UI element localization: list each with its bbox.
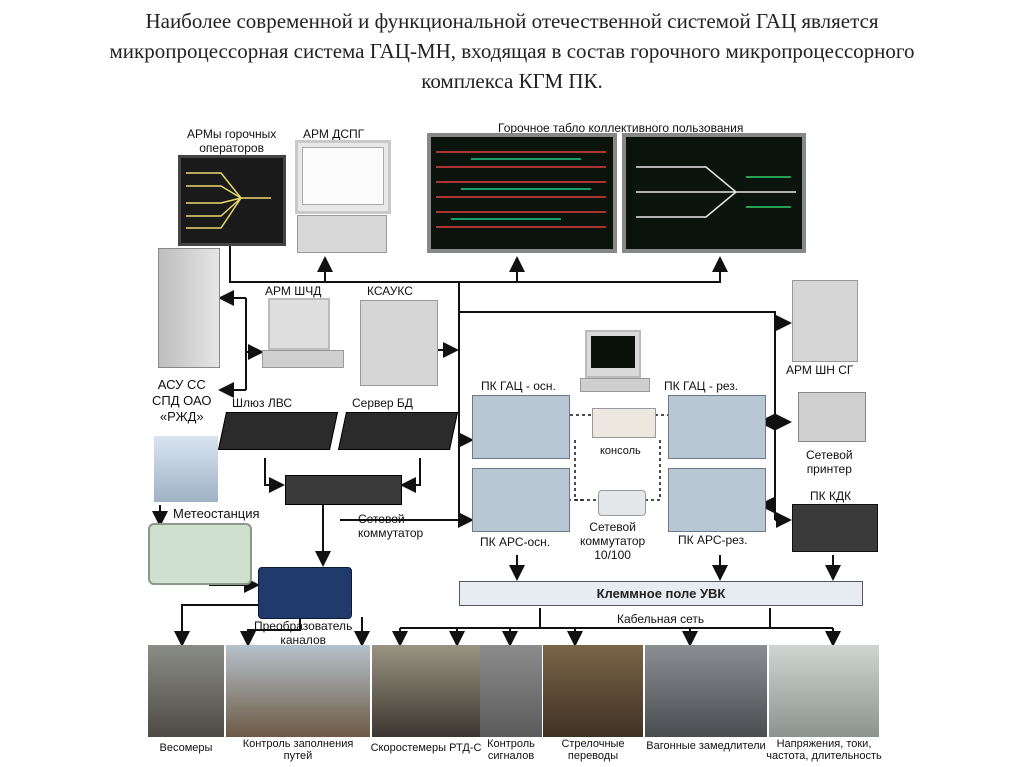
pk-ars-osn-server xyxy=(472,468,570,532)
sensor-photo-zamedliteli xyxy=(645,645,767,737)
sensor-photo-signals xyxy=(480,645,542,737)
sensor-label-0: Весомеры xyxy=(159,742,213,754)
sensor-photo-strelki xyxy=(543,645,643,737)
pk-gac-osn-server xyxy=(472,395,570,459)
tablo-screen-left xyxy=(427,133,617,253)
label-pk-ars-rez: ПК АРС-рез. xyxy=(678,533,748,547)
network-switch xyxy=(285,475,402,505)
label-arm-shn-sg: АРМ ШН СГ xyxy=(786,363,854,377)
pk-ars-rez-server xyxy=(668,468,766,532)
sensor-photo-kontrol-putey xyxy=(226,645,370,737)
sensor-label-4: Стрелочные переводы xyxy=(561,738,625,762)
label-set-komm: Сетевой коммутатор xyxy=(358,512,424,540)
sensor-label-3: Контроль сигналов xyxy=(487,738,535,762)
wire-server-switch xyxy=(400,458,421,493)
sensor-photo-rtd xyxy=(372,645,480,737)
arm-dspg-monitor xyxy=(295,140,391,214)
tablo-screen-right xyxy=(622,133,806,253)
label-pk-ars-osn: ПК АРС-осн. xyxy=(480,535,551,549)
label-arm-operators: АРМы горочных операторов xyxy=(187,127,277,155)
ksauks-computer xyxy=(360,300,438,386)
sensor-label-6: Напряжения, токи, частота, длительность xyxy=(766,738,882,762)
wire-top-bus xyxy=(229,222,728,283)
wire-preobr-kontrol xyxy=(240,617,301,647)
label-preobr: Преобразователь каналов xyxy=(254,619,353,647)
title-line-3: комплекса КГМ ПК. xyxy=(421,69,603,93)
label-asu-ss: АСУ СС СПД ОАО «РЖД» xyxy=(152,377,212,424)
meteo-photo xyxy=(154,436,218,502)
sensor-photo-napryazheniya xyxy=(769,645,879,737)
shlyuz-rack xyxy=(217,412,339,450)
slide-title: Наиболее современной и функциональной от… xyxy=(0,6,1024,96)
console-monitor xyxy=(585,330,641,378)
title-line-2: микропроцессорная система ГАЦ-МН, входящ… xyxy=(109,39,915,63)
arm-shn-sg-computer xyxy=(792,280,858,362)
label-pk-gac-rez: ПК ГАЦ - рез. xyxy=(664,379,739,393)
console-keyboard xyxy=(580,378,650,392)
label-pk-gac-osn: ПК ГАЦ - осн. xyxy=(481,379,556,393)
sensor-label-1: Контроль заполнения путей xyxy=(242,738,354,762)
sensor-photo-vesomery xyxy=(148,645,224,737)
label-pk-kdk: ПК КДК xyxy=(810,489,852,503)
klemm-pole-uvk: Клеммное поле УВК xyxy=(459,581,863,606)
arm-operators-monitor xyxy=(178,155,286,246)
label-set-printer: Сетевой принтер xyxy=(806,448,853,476)
pk-kdk-computer xyxy=(792,504,878,552)
label-shlyuz: Шлюз ЛВС xyxy=(232,396,292,410)
label-tablo: Горочное табло коллективного пользования xyxy=(498,121,744,135)
title-line-1: Наиболее современной и функциональной от… xyxy=(145,9,879,33)
label-arm-shchd: АРМ ШЧД xyxy=(265,284,322,298)
label-meteo: Метеостанция xyxy=(173,506,260,521)
meteo-console xyxy=(148,523,252,585)
pk-gac-rez-server xyxy=(668,395,766,459)
label-komm-10-100: Сетевой коммутатор 10/100 xyxy=(580,520,646,562)
switch-10-100 xyxy=(598,490,646,516)
asu-ss-tower xyxy=(158,248,220,368)
arm-shchd-monitor xyxy=(268,298,330,350)
wire-preobr-vesomery xyxy=(174,604,258,647)
label-konsol: консоль xyxy=(600,445,641,457)
label-kabel: Кабельная сеть xyxy=(617,612,705,626)
sensor-label-2: Скоростемеры РТД-С xyxy=(370,742,482,754)
network-printer xyxy=(798,392,866,442)
console-unit xyxy=(592,408,656,438)
label-ksauks: КСАУКС xyxy=(367,284,413,298)
server-bd-rack xyxy=(337,412,459,450)
wire-right-frame xyxy=(459,311,776,520)
wire-shlyuz-switch xyxy=(264,458,285,493)
arm-dspg-keyboard xyxy=(297,215,387,253)
arm-shchd-keyboard xyxy=(262,350,344,368)
sensor-label-5: Вагонные замедлители xyxy=(646,740,766,752)
label-arm-dspg: АРМ ДСПГ xyxy=(303,127,365,141)
converter-device xyxy=(258,567,352,619)
label-server-bd: Сервер БД xyxy=(352,396,413,410)
